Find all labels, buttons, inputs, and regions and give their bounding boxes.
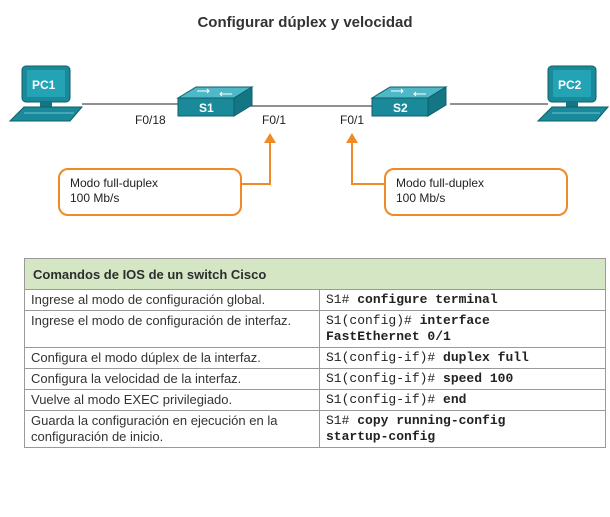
command-text: interface: [419, 313, 490, 328]
row-description: Guarda la configuración en ejecución en …: [24, 410, 320, 448]
callout-s2-line2: 100 Mb/s: [396, 191, 446, 205]
switch-s2-label: S2: [393, 101, 408, 115]
callout-s2: Modo full-duplex 100 Mb/s: [384, 168, 568, 216]
arrowhead-s1: [264, 133, 276, 143]
port-label-s2-f0-1: F0/1: [340, 113, 365, 127]
command-text-line2: startup-config: [326, 429, 436, 444]
command-text: duplex full: [443, 350, 529, 365]
table-row: Ingrese el modo de configuración de inte…: [24, 310, 606, 348]
row-description: Configura el modo dúplex de la interfaz.: [24, 347, 320, 369]
command-text: configure terminal: [357, 292, 498, 307]
ios-commands-table: Comandos de IOS de un switch Cisco Ingre…: [24, 258, 606, 448]
row-description: Vuelve al modo EXEC privilegiado.: [24, 389, 320, 411]
row-description: Ingrese al modo de configuración global.: [24, 289, 320, 311]
row-description: Configura la velocidad de la interfaz.: [24, 368, 320, 390]
command-prompt: S1(config-if)#: [326, 371, 444, 386]
callout-s2-line1: Modo full-duplex: [396, 176, 485, 190]
diagram-title: Configurar dúplex y velocidad: [197, 14, 413, 31]
arrow-s2-f0-1: [351, 141, 384, 185]
pc1-label: PC1: [32, 78, 56, 92]
row-command: S1# configure terminal: [319, 289, 606, 311]
callout-s1-line2: 100 Mb/s: [70, 191, 120, 205]
table-row: Ingrese al modo de configuración global.…: [24, 289, 606, 311]
command-prompt: S1(config-if)#: [326, 392, 444, 407]
row-command: S1(config-if)# speed 100: [319, 368, 606, 390]
topology-diagram: PC1 S1 S2 PC2: [8, 65, 610, 185]
command-text: copy running-config: [357, 413, 506, 428]
table-row: Vuelve al modo EXEC privilegiado. S1(con…: [24, 389, 606, 411]
callout-s1-line1: Modo full-duplex: [70, 176, 159, 190]
port-label-s1-f0-1: F0/1: [262, 113, 287, 127]
arrow-s1-f0-1: [241, 141, 271, 185]
table-row: Configura el modo dúplex de la interfaz.…: [24, 347, 606, 369]
table-row: Configura la velocidad de la interfaz. S…: [24, 368, 606, 390]
command-text-line2: FastEthernet 0/1: [326, 329, 451, 344]
command-prompt: S1(config)#: [326, 313, 420, 328]
command-text: end: [443, 392, 467, 407]
table-header: Comandos de IOS de un switch Cisco: [24, 258, 606, 290]
table-row: Guarda la configuración en ejecución en …: [24, 410, 606, 448]
switch-s1-icon: [176, 86, 254, 117]
row-command: S1(config-if)# end: [319, 389, 606, 411]
arrowhead-s2: [346, 133, 358, 143]
pc1-icon: [8, 65, 84, 122]
pc2-label: PC2: [558, 78, 582, 92]
table-header-row: Comandos de IOS de un switch Cisco: [24, 258, 606, 290]
callout-s1: Modo full-duplex 100 Mb/s: [58, 168, 242, 216]
command-prompt: S1#: [326, 413, 358, 428]
switch-s1-label: S1: [199, 101, 214, 115]
row-command: S1(config-if)# duplex full: [319, 347, 606, 369]
switch-s2-icon: [370, 86, 448, 117]
pc2-icon: [536, 65, 610, 122]
command-prompt: S1#: [326, 292, 358, 307]
command-prompt: S1(config-if)#: [326, 350, 444, 365]
port-label-s1-f0-18: F0/18: [135, 113, 166, 127]
command-text: speed 100: [443, 371, 514, 386]
row-description: Ingrese el modo de configuración de inte…: [24, 310, 320, 348]
